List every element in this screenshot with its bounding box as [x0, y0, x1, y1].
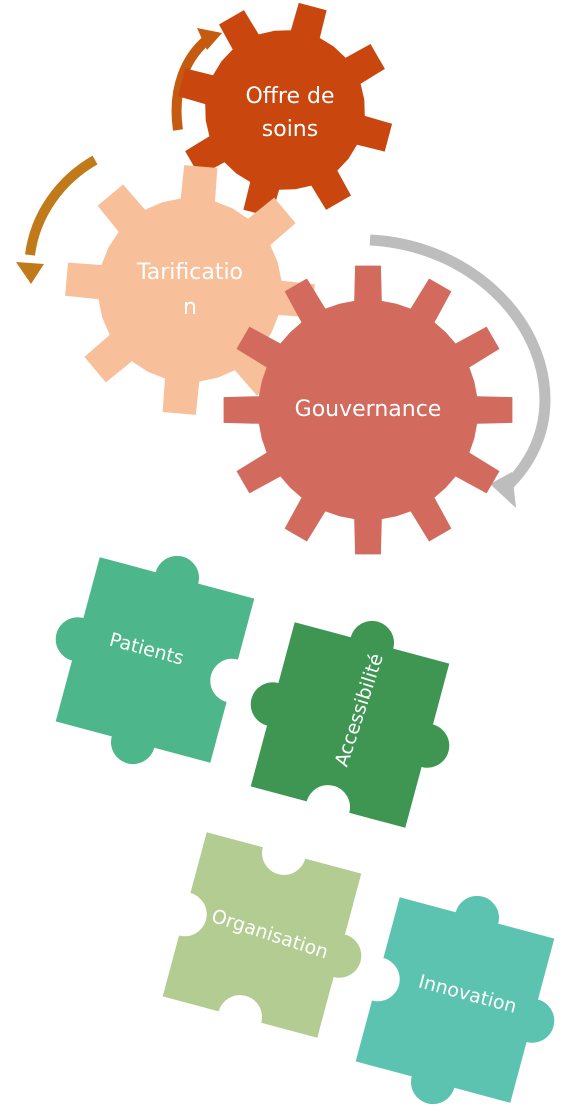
gear-gouvernance — [223, 265, 513, 555]
puzzle-piece-accessibilite — [250, 620, 450, 828]
cycle-arrow-left — [25, 155, 98, 256]
gear-offre-de-soins — [177, 2, 393, 218]
gear-tarif-label-line1: Tarificatio — [136, 260, 243, 285]
puzzle-piece-patients — [55, 555, 255, 765]
gear-gouv-label: Gouvernance — [295, 397, 442, 422]
gear-offre-label-line1: Offre de — [245, 84, 334, 109]
cycle-arrow-right-head — [490, 472, 516, 508]
cycle-arrow-left-head — [16, 262, 44, 284]
cycle-arrow-top-head — [197, 28, 222, 50]
gear-offre-label-line2: soins — [262, 117, 318, 142]
gear-tarif-label-line2: n — [183, 295, 197, 320]
puzzle-piece-innovation — [355, 895, 555, 1105]
puzzle-piece-organisation — [162, 832, 362, 1038]
cycle-arrow-right — [369, 234, 551, 493]
